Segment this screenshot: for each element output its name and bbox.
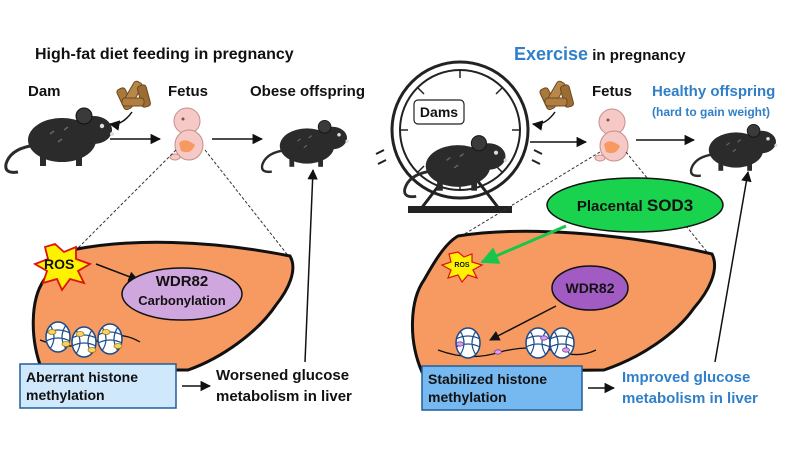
placental-sod3-ellipse bbox=[546, 177, 724, 233]
stabilized-methylation-label: methylation bbox=[428, 389, 507, 405]
aberrant-histone-box bbox=[19, 363, 177, 409]
zoom-line-left bbox=[77, 149, 177, 249]
nucleosome-icon bbox=[525, 327, 551, 359]
stabilized-histone-box bbox=[421, 365, 583, 411]
right-title-rest: in pregnancy bbox=[588, 47, 686, 64]
improved-glucose-label: Improved glucose bbox=[622, 369, 751, 386]
fetus-icon bbox=[169, 107, 204, 161]
ros-label: ROS bbox=[44, 256, 75, 272]
liver-to-offspring-arrow bbox=[714, 170, 752, 363]
running-wheel-icon bbox=[375, 60, 543, 213]
aberrant-methylation-label: methylation bbox=[26, 387, 105, 403]
worsened-metabolism-label: metabolism in liver bbox=[216, 388, 352, 405]
healthy-offspring-label: Healthy offspring bbox=[652, 83, 776, 100]
zoom-line-left bbox=[457, 151, 601, 239]
fetus-label: Fetus bbox=[592, 83, 633, 100]
sod3-to-ros-arrow bbox=[480, 224, 567, 264]
ros-small-label: ROS bbox=[454, 262, 470, 269]
exercise-title-word: Exercise bbox=[514, 44, 589, 64]
zoom-line-right bbox=[625, 151, 713, 259]
liver-to-offspring-arrow bbox=[304, 168, 318, 363]
left-panel-title: High-fat diet feeding in pregnancy bbox=[35, 46, 294, 63]
nucleosome-icon bbox=[97, 323, 123, 355]
aberrant-histone-label: Aberrant histone bbox=[26, 369, 139, 385]
improved-metabolism-label: metabolism in liver bbox=[622, 390, 758, 407]
ros-burst-small bbox=[440, 251, 484, 284]
healthy-offspring-icon bbox=[689, 123, 779, 178]
wdr82-label: WDR82 bbox=[155, 273, 209, 290]
zoom-line-right bbox=[204, 149, 291, 259]
right-panel-title: Exercise in pregnancy bbox=[514, 45, 686, 63]
placental-label: Placental bbox=[576, 198, 647, 215]
sod3-label: SOD3 bbox=[646, 196, 694, 215]
dam-mouse-icon bbox=[4, 106, 116, 174]
stabilized-histone-label: Stabilized histone bbox=[428, 371, 548, 387]
placental-sod3-label: Placental SOD3 bbox=[547, 197, 723, 214]
ros-burst bbox=[32, 242, 93, 292]
methylation-marks bbox=[456, 335, 570, 355]
ros-to-wdr82-arrow bbox=[95, 263, 139, 282]
food-pellets-icon bbox=[538, 79, 575, 112]
obese-offspring-label: Obese offspring bbox=[250, 83, 366, 100]
worsened-glucose-label: Worsened glucose bbox=[216, 367, 350, 384]
dams-label: Dams bbox=[419, 104, 459, 120]
wdr82-to-histone-arrow bbox=[489, 305, 557, 341]
food-pellets-icon bbox=[115, 79, 152, 112]
offspring-note-label: (hard to gain weight) bbox=[652, 105, 770, 119]
dam-label: Dam bbox=[28, 83, 61, 100]
nucleosome-icon bbox=[549, 327, 575, 359]
food-arrow bbox=[531, 111, 556, 131]
fetus-label: Fetus bbox=[168, 83, 209, 100]
wdr82-carbonylation-ellipse bbox=[121, 267, 243, 321]
obese-offspring-icon bbox=[260, 119, 350, 174]
wdr82-label: WDR82 bbox=[565, 280, 615, 296]
food-arrow bbox=[108, 111, 133, 131]
carbonylation-label: Carbonylation bbox=[138, 293, 226, 308]
wdr82-ellipse bbox=[551, 265, 629, 311]
nucleosome-icon bbox=[45, 321, 71, 353]
fetus-icon bbox=[594, 108, 629, 162]
dams-label-box bbox=[413, 99, 465, 125]
damage-marks bbox=[47, 329, 123, 353]
